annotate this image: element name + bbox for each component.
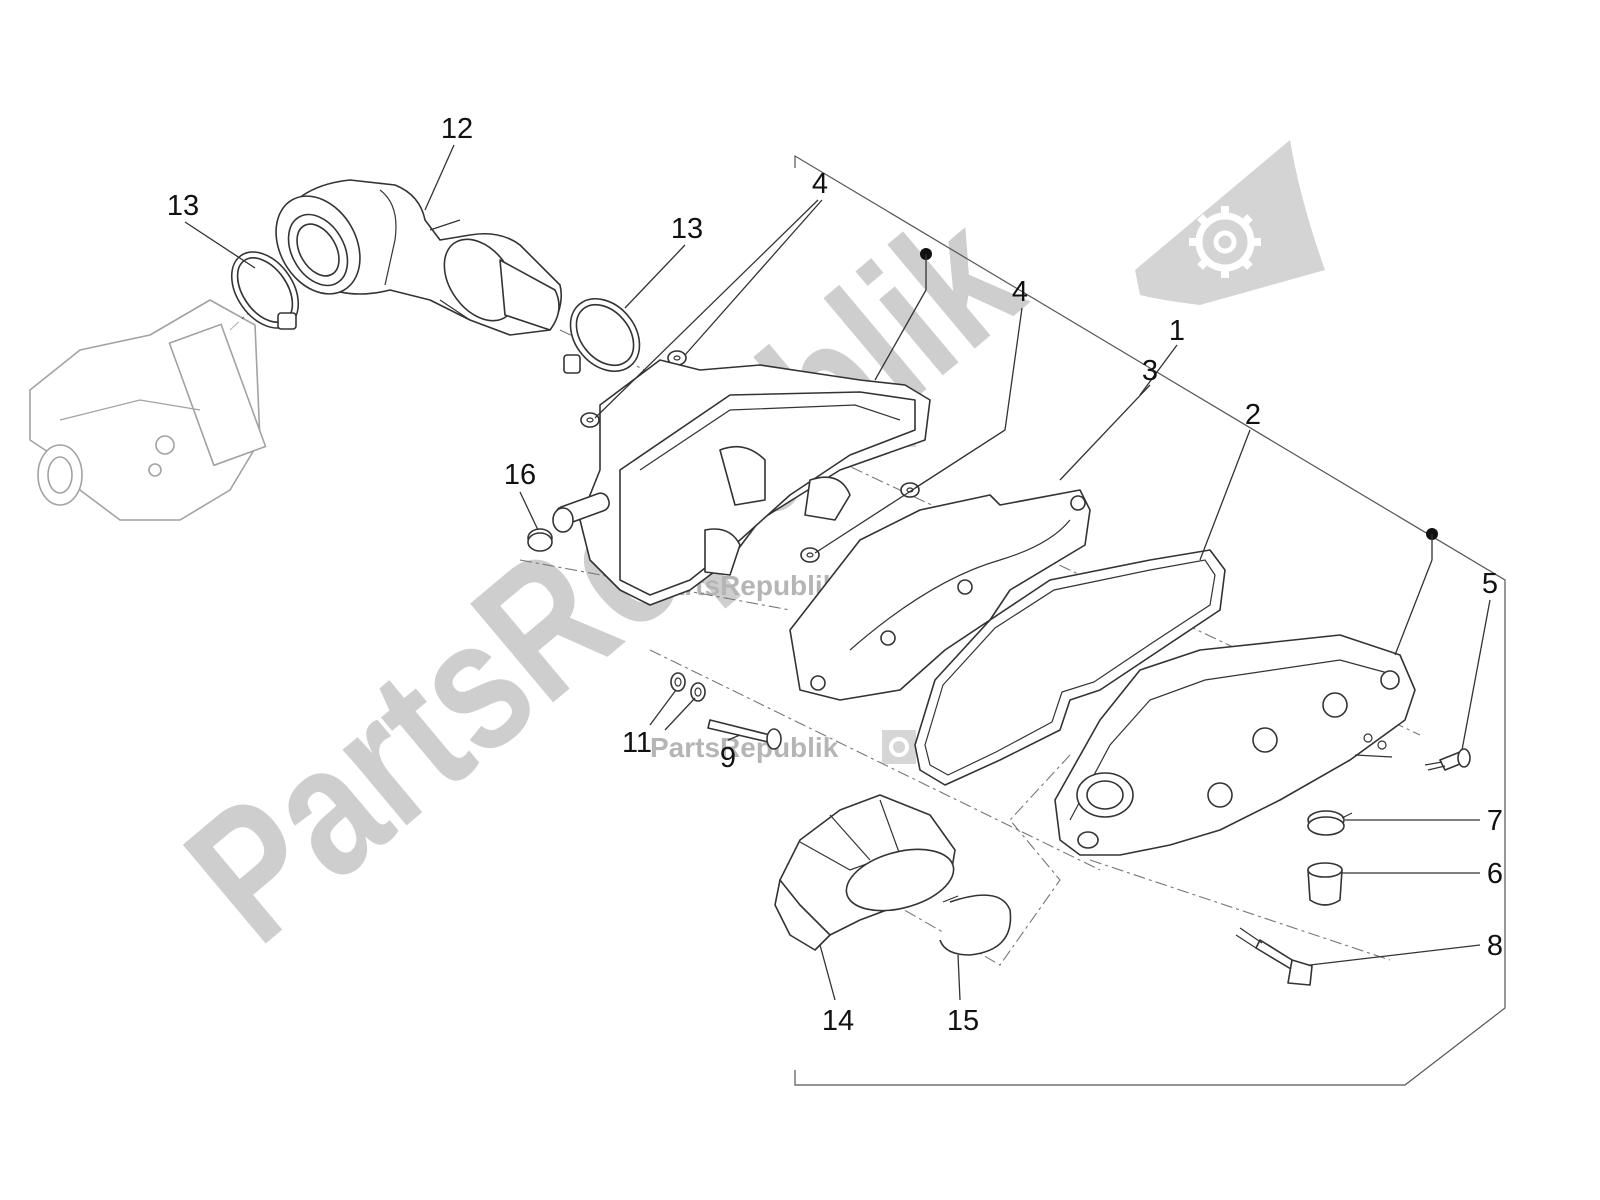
assembly-frame xyxy=(794,154,1506,1086)
watermark-small-gear-3-icon xyxy=(882,730,916,764)
callout-8: 8 xyxy=(1487,930,1503,962)
callout-5: 5 xyxy=(1482,568,1498,600)
callout-4-right: 4 xyxy=(1012,276,1028,308)
callout-7: 7 xyxy=(1487,805,1503,837)
callout-6: 6 xyxy=(1487,858,1503,890)
callout-13-left: 13 xyxy=(167,190,199,222)
callout-14: 14 xyxy=(822,1005,854,1037)
callout-3: 3 xyxy=(1142,355,1158,387)
intake-duct-14 xyxy=(774,794,956,951)
intake-elbow-12 xyxy=(275,179,563,336)
washers-4 xyxy=(580,350,920,563)
small-clamp-16 xyxy=(527,528,553,552)
callout-16: 16 xyxy=(504,459,536,491)
gasket-2 xyxy=(914,549,1226,786)
watermark-flag-icon xyxy=(1135,140,1325,305)
ring-clip-15 xyxy=(939,894,1012,956)
air-box-cover xyxy=(1054,634,1416,856)
clamp-13-right xyxy=(563,297,641,374)
washers-11 xyxy=(670,672,706,702)
leader-lines xyxy=(184,144,1491,1001)
drain-bolt-8 xyxy=(1235,927,1313,986)
gear-icon xyxy=(1189,206,1261,278)
callout-4-left: 4 xyxy=(812,168,828,200)
air-box-housing xyxy=(552,359,931,606)
callout-2: 2 xyxy=(1245,399,1261,431)
callout-15: 15 xyxy=(947,1005,979,1037)
filter-element-3 xyxy=(789,489,1091,701)
callout-9: 9 xyxy=(720,742,736,774)
callout-12: 12 xyxy=(441,113,473,145)
callout-labels: 1 2 3 4 4 5 6 7 8 9 11 12 13 13 14 15 16 xyxy=(167,113,1503,1037)
callout-1: 1 xyxy=(1169,315,1185,347)
long-screw-9 xyxy=(707,719,782,750)
clip-7 xyxy=(1307,810,1353,836)
callout-13-right: 13 xyxy=(671,213,703,245)
callout-11: 11 xyxy=(622,727,652,759)
throttle-body xyxy=(29,299,267,521)
screw-5 xyxy=(1424,748,1471,771)
clamp-13-left xyxy=(230,251,300,330)
cap-6 xyxy=(1307,862,1343,906)
